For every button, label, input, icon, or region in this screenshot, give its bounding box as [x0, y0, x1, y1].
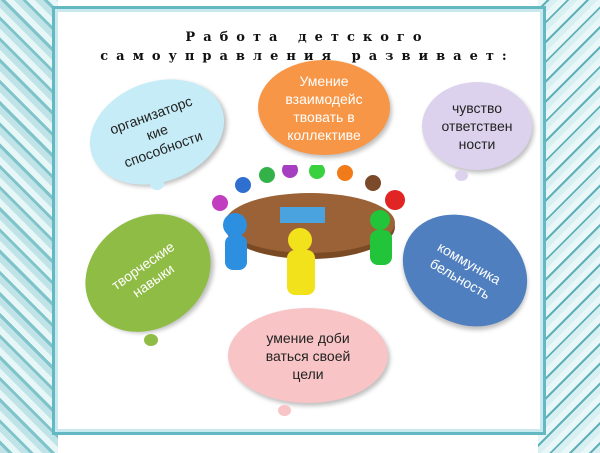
cloud-tail [278, 405, 291, 416]
slide-title: Работа детского самоуправления развивает… [100, 30, 515, 64]
cloud-responsibility: чувство ответствен ности [422, 82, 532, 170]
cloud-text: коммуника бельность [427, 238, 504, 302]
cloud-text: умение доби ваться своей цели [265, 329, 351, 382]
cloud-text: творческие навыки [108, 238, 178, 301]
right-ornament-border [538, 0, 600, 453]
cloud-text: чувство ответствен ности [441, 100, 513, 152]
cloud-tail [144, 334, 158, 346]
cloud-interaction: Умение взаимодейс твовать в коллективе [258, 60, 390, 155]
cloud-tail [150, 178, 164, 190]
cloud-goal-achievement: умение доби ваться своей цели [228, 308, 388, 403]
cloud-tail [455, 170, 468, 181]
round-table-illustration [212, 165, 405, 295]
left-ornament-border [0, 0, 58, 453]
cloud-text: организаторс кие способности [107, 92, 205, 171]
cloud-text: Умение взаимодейс твовать в коллективе [285, 72, 363, 143]
